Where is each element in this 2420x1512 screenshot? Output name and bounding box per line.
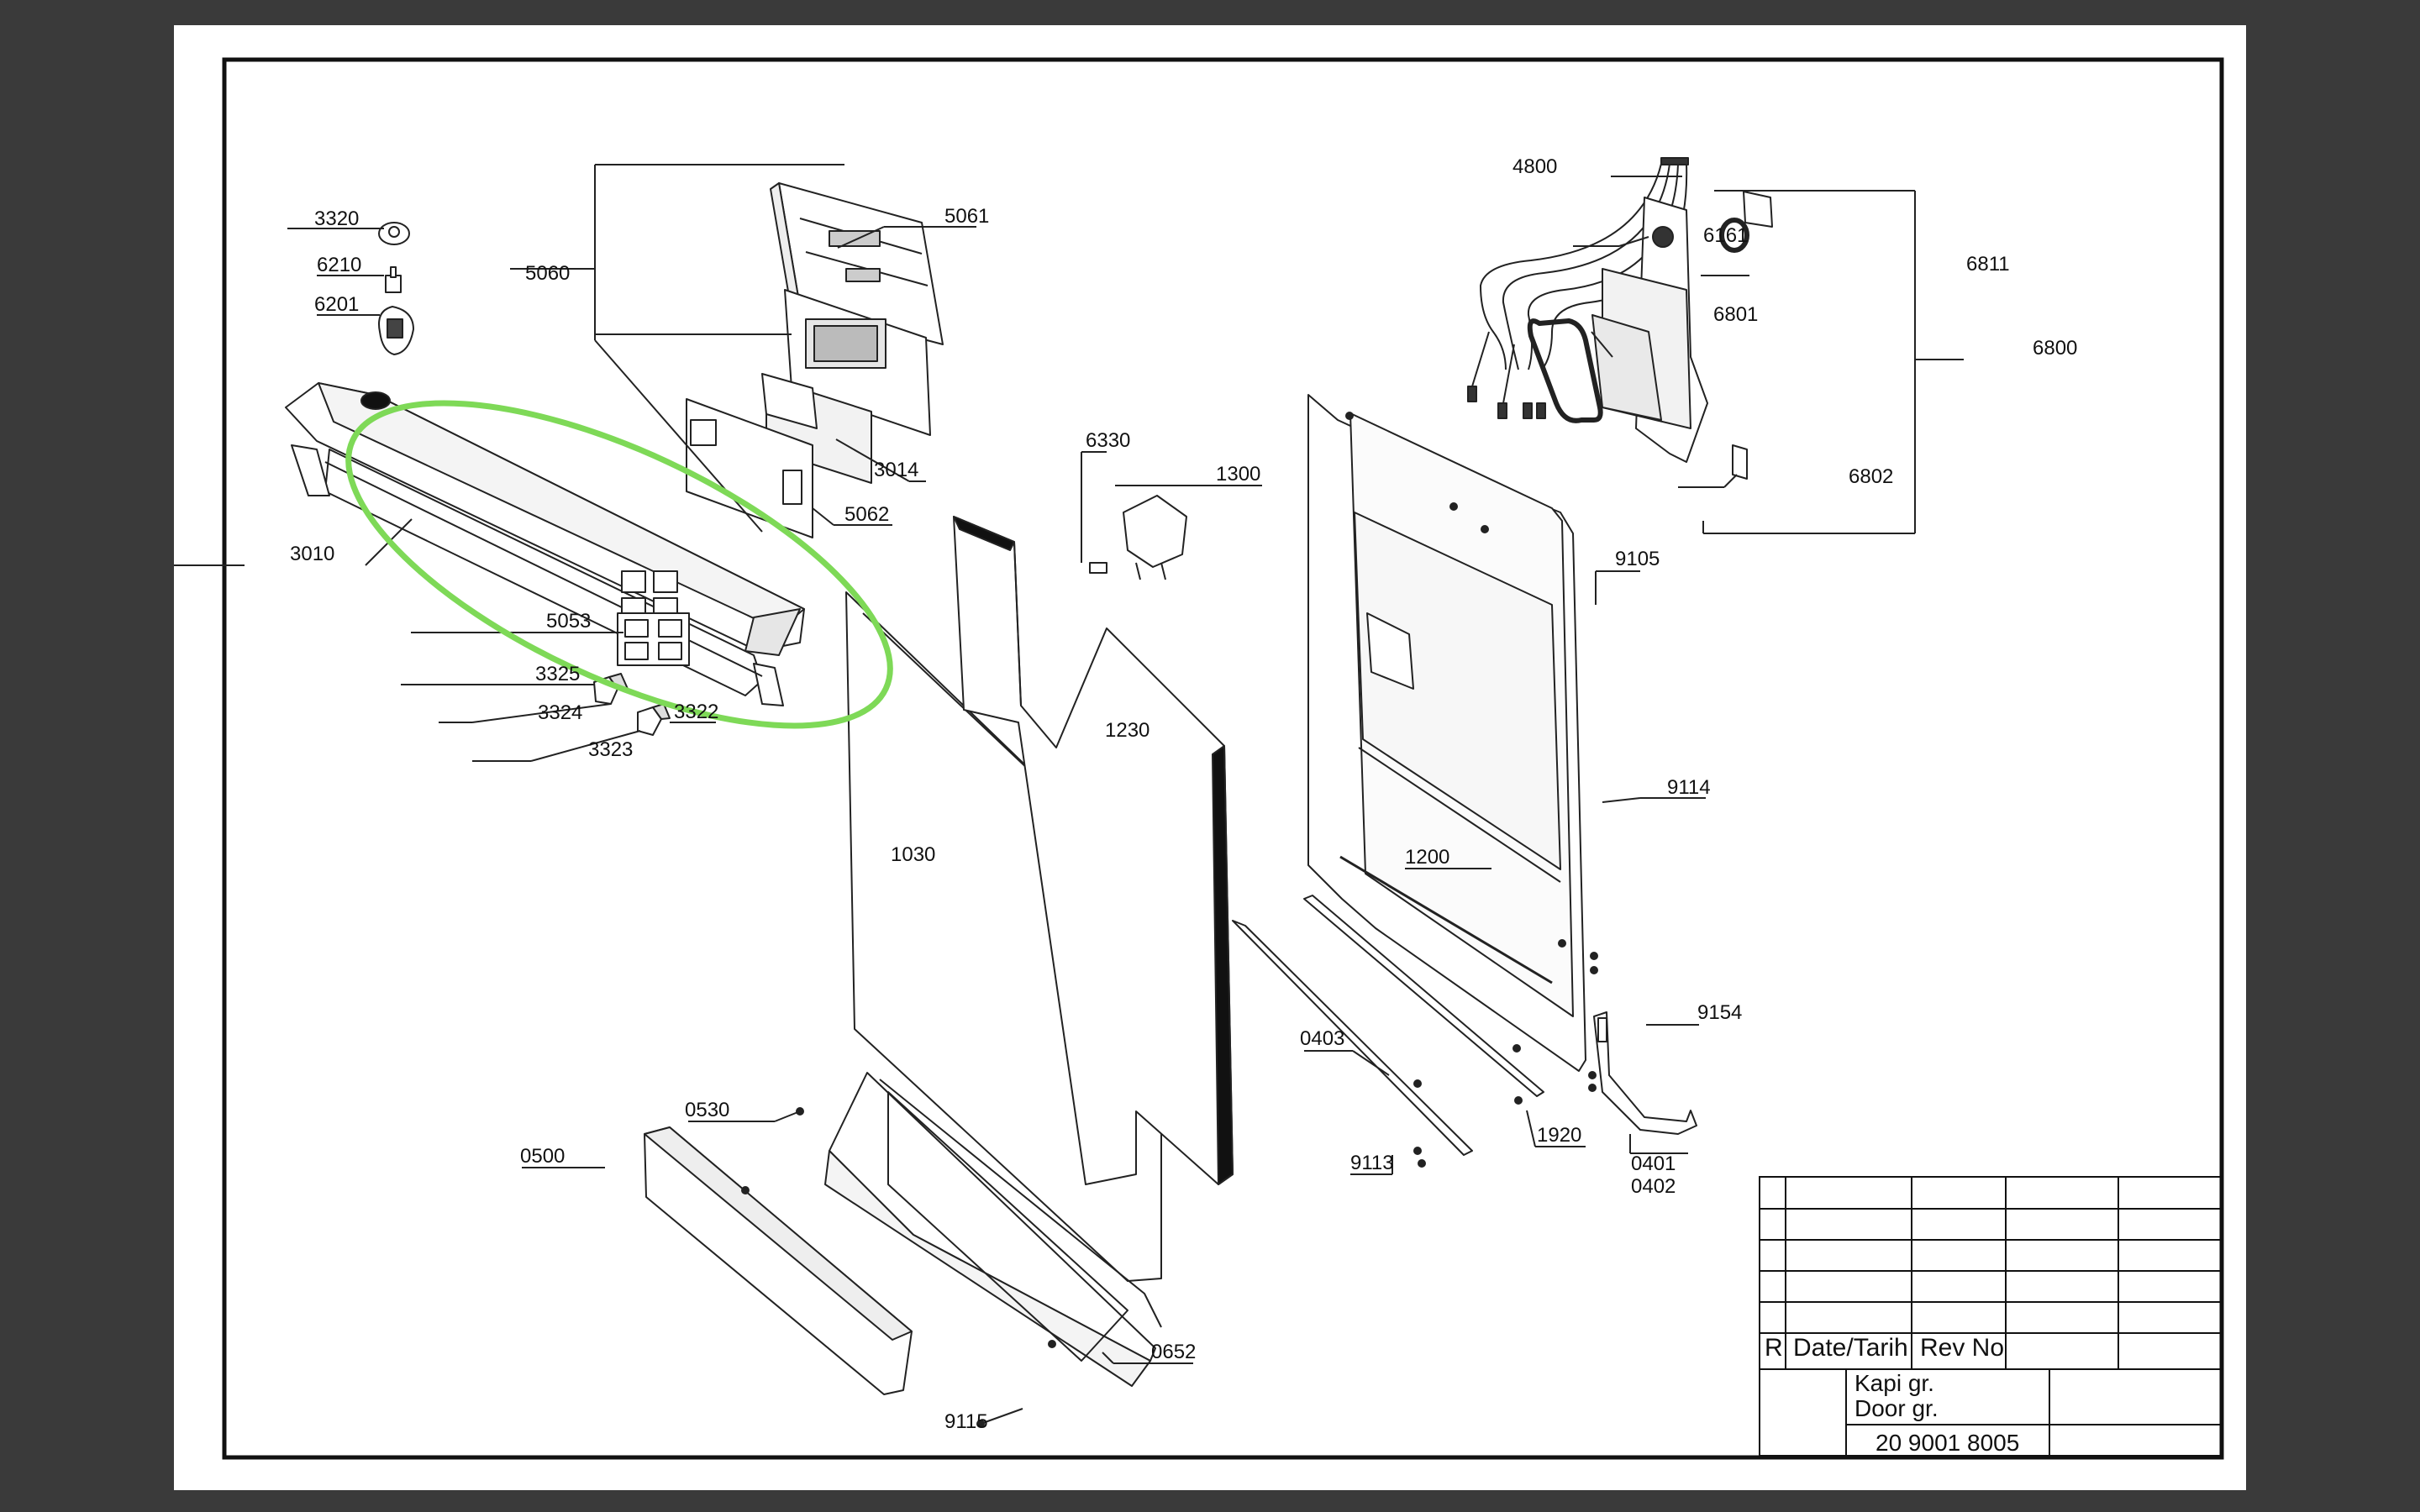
title-block-r: R [1765,1334,1783,1362]
title-block-name-tr: Kapi gr. [1854,1370,1934,1396]
label-0402: 0402 [1631,1175,1676,1198]
inner-door-1200[interactable] [1307,394,1586,1072]
label-5053: 5053 [546,610,591,633]
label-1300: 1300 [1216,463,1260,486]
label-3014: 3014 [874,459,918,481]
label-3322: 3322 [674,701,718,723]
label-3324: 3324 [538,701,582,724]
label-9114: 9114 [1667,776,1711,799]
label-3010: 3010 [290,543,334,565]
title-block-rev: Rev No [1920,1334,2005,1362]
label-9113: 9113 [1350,1152,1394,1174]
drawing-sheet: 3320 6210 6201 5060 5061 3014 5062 3010 … [174,25,2246,1490]
label-0500: 0500 [520,1145,565,1168]
label-1030: 1030 [891,843,935,866]
label-4800: 4800 [1512,155,1557,178]
label-0652: 0652 [1151,1341,1196,1363]
title-block-grid [1759,1176,2222,1457]
label-6801: 6801 [1713,303,1758,326]
door-lock-1300[interactable] [1089,495,1187,580]
insulation-1230[interactable] [953,516,1234,1185]
button-block-5053[interactable] [617,612,690,666]
label-1200: 1200 [1405,846,1449,869]
hinge-bracket-0401[interactable] [1593,1011,1697,1135]
drawing-frame [222,57,2224,1460]
highlight-ellipse [345,400,893,729]
exploded-parts-diagram: 3320 6210 6201 5060 5061 3014 5062 3010 … [174,57,2224,1460]
title-block-name-en: Door gr. [1854,1395,1939,1421]
label-6800: 6800 [2033,337,2077,360]
lens-3014[interactable] [761,373,818,429]
label-9154: 9154 [1697,1001,1742,1024]
part-labels: 3320 6210 6201 5060 5061 3014 5062 3010 … [290,155,2077,1433]
label-9115: 9115 [944,1410,988,1433]
label-5062: 5062 [844,503,889,526]
seal-strip-0403[interactable] [1232,895,1544,1156]
kick-panel-0500[interactable] [644,1126,913,1395]
title-block-part-no: 20 9001 8005 [1876,1430,2020,1456]
label-6330: 6330 [1086,429,1130,452]
knob-parts[interactable] [378,222,414,355]
dispenser-6800[interactable] [1527,191,1773,480]
label-9105: 9105 [1615,548,1660,570]
label-5061: 5061 [944,205,989,228]
title-block-date: Date/Tarih [1793,1334,1908,1362]
screws [741,412,1598,1428]
panel-insert[interactable] [686,398,813,538]
label-6210: 6210 [317,254,361,276]
kick-panel-0530[interactable] [824,1072,1162,1387]
cable-connectors [1467,157,1689,419]
label-0401: 0401 [1631,1152,1676,1175]
label-1230: 1230 [1105,719,1150,742]
panel-0652[interactable] [887,1091,1128,1362]
label-1920: 1920 [1537,1124,1581,1147]
label-3323: 3323 [588,738,633,761]
label-6161: 6161 [1703,224,1748,247]
label-0530: 0530 [685,1099,729,1121]
label-6802: 6802 [1849,465,1893,488]
leader-lines [174,164,1964,1425]
label-6201: 6201 [314,293,359,316]
label-0403: 0403 [1300,1027,1344,1050]
label-6811: 6811 [1966,253,2010,276]
label-5060: 5060 [525,262,570,285]
label-3320: 3320 [314,207,359,230]
label-3325: 3325 [535,663,580,685]
